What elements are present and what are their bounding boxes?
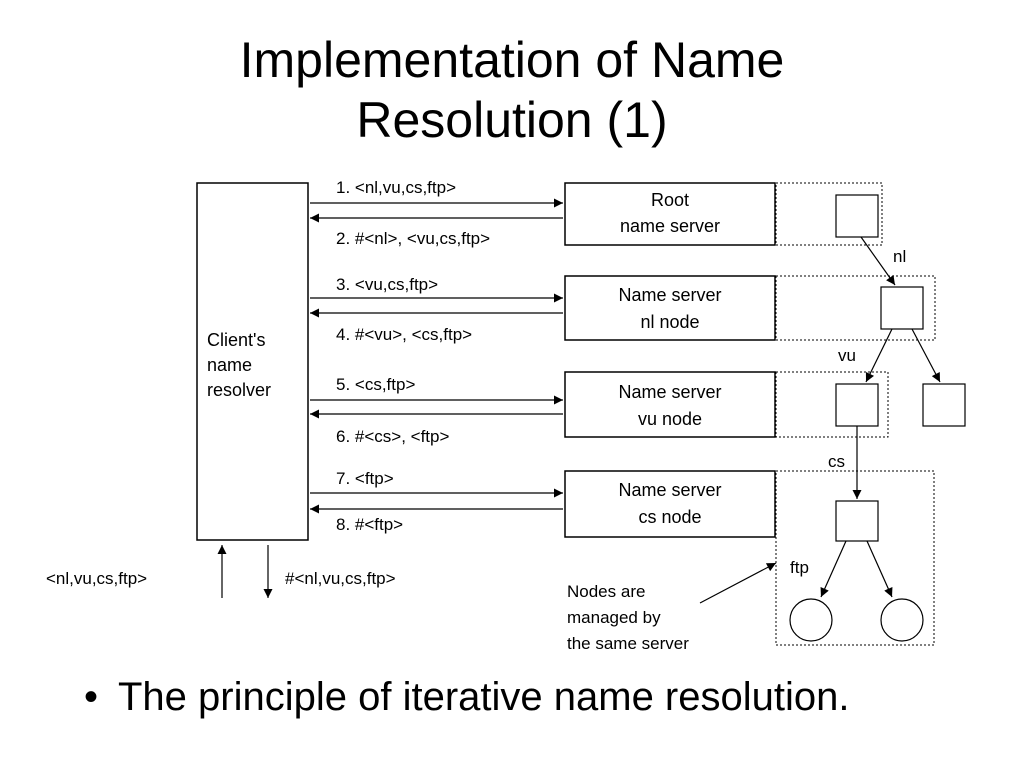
nl-server-line-2: nl node bbox=[640, 312, 699, 332]
client-resolver-box bbox=[196, 182, 309, 541]
edge-nl-other bbox=[911, 328, 941, 383]
nl-tree-node bbox=[880, 286, 924, 330]
edge-cs-other bbox=[866, 540, 893, 598]
client-label-line-2: name bbox=[207, 355, 252, 375]
bullet-item: • The principle of iterative name resolut… bbox=[84, 675, 849, 720]
message-1-label: 1. <nl,vu,cs,ftp> bbox=[336, 178, 456, 197]
title-line-2: Resolution (1) bbox=[356, 92, 668, 148]
edge-label-nl: nl bbox=[893, 247, 906, 266]
message-4-label: 4. #<vu>, <cs,ftp> bbox=[336, 325, 472, 344]
root-server-line-1: Root bbox=[651, 190, 689, 210]
cs-name-server: Name server cs node bbox=[564, 470, 776, 538]
root-name-server: Root name server bbox=[564, 182, 776, 246]
slide-title: Implementation of Name Resolution (1) bbox=[0, 30, 1024, 150]
message-8-label: 8. #<ftp> bbox=[336, 515, 403, 534]
cs-server-line-1: Name server bbox=[618, 480, 721, 500]
message-2-label: 2. #<nl>, <vu,cs,ftp> bbox=[336, 229, 490, 248]
root-zone-outline bbox=[775, 182, 883, 246]
cs-zone-outline bbox=[775, 470, 935, 646]
note-arrow bbox=[699, 562, 777, 604]
vu-server-line-1: Name server bbox=[618, 382, 721, 402]
bullet-text: The principle of iterative name resoluti… bbox=[118, 675, 850, 719]
note-line-3: the same server bbox=[567, 634, 689, 653]
vu-zone-outline bbox=[775, 371, 889, 438]
vu-name-server: Name server vu node bbox=[564, 371, 776, 438]
note-line-2: managed by bbox=[567, 608, 661, 627]
leaf-node-ftp bbox=[789, 598, 833, 642]
message-3-label: 3. <vu,cs,ftp> bbox=[336, 275, 438, 294]
client-label-line-3: resolver bbox=[207, 380, 271, 400]
nl-name-server: Name server nl node bbox=[564, 275, 776, 341]
edge-cs-ftp bbox=[820, 540, 847, 598]
vu-server-line-2: vu node bbox=[638, 409, 702, 429]
root-tree-node bbox=[835, 194, 879, 238]
title-line-1: Implementation of Name bbox=[239, 32, 785, 88]
other-tree-node bbox=[922, 383, 966, 427]
edge-label-cs: cs bbox=[828, 452, 845, 471]
edge-root-nl bbox=[860, 236, 896, 286]
message-6-label: 6. #<cs>, <ftp> bbox=[336, 427, 449, 446]
message-7-label: 7. <ftp> bbox=[336, 469, 394, 488]
root-server-line-2: name server bbox=[620, 216, 720, 236]
bullet-marker: • bbox=[84, 675, 99, 719]
edge-label-ftp: ftp bbox=[790, 558, 809, 577]
nl-server-line-1: Name server bbox=[618, 285, 721, 305]
edge-label-vu: vu bbox=[838, 346, 856, 365]
client-label-line-1: Client's bbox=[207, 330, 265, 350]
nl-zone-outline bbox=[775, 275, 936, 341]
client-input-label: <nl,vu,cs,ftp> bbox=[46, 569, 147, 588]
note-line-1: Nodes are bbox=[567, 582, 645, 601]
cs-server-line-2: cs node bbox=[638, 507, 701, 527]
vu-tree-node bbox=[835, 383, 879, 427]
cs-tree-node bbox=[835, 500, 879, 542]
client-output-label: #<nl,vu,cs,ftp> bbox=[285, 569, 396, 588]
leaf-node-other bbox=[880, 598, 924, 642]
message-5-label: 5. <cs,ftp> bbox=[336, 375, 415, 394]
edge-nl-vu bbox=[865, 328, 893, 383]
